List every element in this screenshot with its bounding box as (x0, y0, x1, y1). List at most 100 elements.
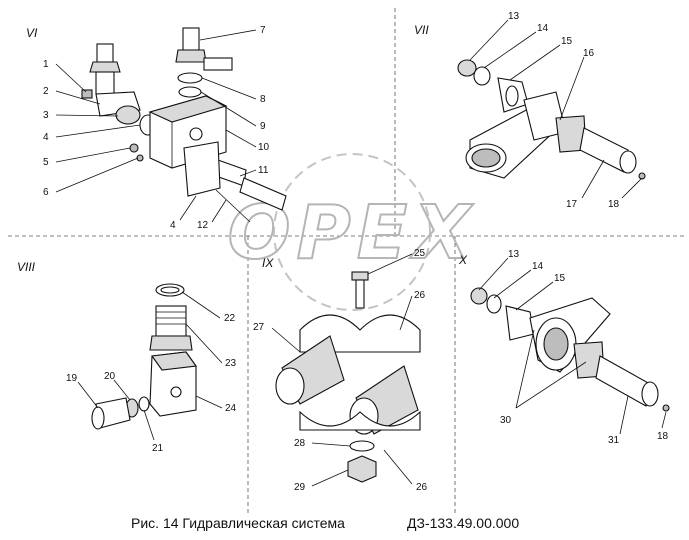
callout-9: 9 (260, 121, 266, 132)
leader-21 (143, 409, 155, 441)
leader-13a (469, 19, 509, 61)
vii-cylinder-bore (471, 148, 501, 168)
callout-14a: 14 (537, 23, 549, 34)
callout-28: 28 (294, 438, 306, 449)
x-pin-head (641, 381, 659, 407)
callout-3: 3 (43, 110, 49, 121)
callout-26a: 26 (414, 290, 426, 301)
viii-fitting-end (91, 406, 105, 430)
viii-tee-port (170, 386, 182, 398)
callout-15a: 15 (561, 36, 573, 47)
vi-port (189, 127, 203, 141)
caption-title: Рис. 14 Гидравлическая система (131, 515, 345, 531)
callout-24: 24 (225, 403, 237, 414)
ix-nut (347, 455, 377, 483)
callout-6: 6 (43, 187, 49, 198)
leader-7 (199, 29, 257, 41)
callout-21: 21 (152, 443, 164, 454)
callout-18a: 18 (608, 199, 620, 210)
leader-18a (621, 177, 643, 199)
leader-27 (271, 327, 301, 353)
ix-pipe-left-end (275, 367, 305, 405)
leader-17 (581, 159, 605, 199)
vi-pipe-end (239, 177, 287, 211)
callout-19: 19 (66, 373, 78, 384)
vi-nut (115, 105, 141, 125)
leader-19 (77, 381, 99, 409)
assembly-x (470, 287, 670, 412)
callout-5: 5 (43, 157, 49, 168)
leader-14a (483, 31, 537, 69)
x-pin (595, 355, 651, 407)
callout-27: 27 (253, 322, 265, 333)
leader-12 (211, 199, 227, 223)
section-label-ix: IX (262, 256, 274, 270)
x-cotter (662, 404, 670, 412)
leader-1 (55, 63, 87, 93)
x-plate (505, 305, 535, 341)
vi-fitting-11 (215, 159, 247, 187)
callout-11: 11 (258, 165, 269, 176)
leader-lines (55, 19, 667, 487)
leader-5 (55, 147, 131, 163)
leader-2 (55, 90, 101, 105)
callout-18b: 18 (657, 431, 669, 442)
leader-8 (201, 77, 257, 100)
caption-code: ДЗ-133.49.00.000 (407, 515, 519, 531)
leader-13b (478, 257, 509, 291)
callout-15b: 15 (554, 273, 566, 284)
figure-caption: Рис. 14 Гидравлическая система ДЗ-133.49… (131, 515, 519, 531)
leader-15b (515, 281, 554, 311)
callout-31: 31 (608, 435, 620, 446)
vii-washer (473, 66, 491, 86)
assembly-vi (81, 27, 287, 223)
vi-bolt-12 (215, 189, 251, 223)
callout-17: 17 (566, 199, 578, 210)
leader-9 (200, 91, 257, 127)
ix-bolt-shank (355, 279, 365, 309)
leader-23 (185, 323, 223, 364)
leader-24 (195, 395, 223, 409)
callout-29: 29 (294, 482, 306, 493)
callout-13b: 13 (508, 249, 520, 260)
leader-22 (181, 291, 221, 319)
vii-plate-hole (505, 85, 519, 107)
vi-side-nipple (203, 57, 233, 71)
callout-26b: 26 (416, 482, 428, 493)
x-lug-bore (543, 327, 569, 361)
ix-washer (349, 440, 375, 452)
viii-union-nut (149, 335, 193, 351)
viii-washer-21 (138, 396, 150, 412)
section-label-x: X (458, 253, 468, 267)
callout-30: 30 (500, 415, 512, 426)
callout-labels: 1 2 3 4 5 6 7 8 9 10 11 12 4 13 14 15 16… (43, 11, 669, 493)
vii-pin-head (619, 150, 637, 174)
leader-11 (239, 169, 257, 177)
leader-6 (55, 157, 139, 193)
callout-14b: 14 (532, 261, 544, 272)
leader-26b (383, 449, 413, 485)
vii-cotter (638, 172, 646, 180)
callout-13a: 13 (508, 11, 520, 22)
x-washer (486, 294, 502, 314)
leader-31 (619, 395, 629, 435)
vi-ring-9 (178, 86, 202, 98)
leader-25 (367, 253, 413, 275)
callout-10: 10 (258, 142, 270, 153)
callout-4a: 4 (43, 132, 49, 143)
callout-25: 25 (414, 248, 426, 259)
callout-20: 20 (104, 371, 116, 382)
leader-10 (225, 129, 257, 148)
section-label-vi: VI (26, 26, 38, 40)
callout-4b: 4 (170, 220, 176, 231)
leader-20 (113, 379, 131, 401)
vi-valve-block-top (148, 95, 228, 123)
leader-3 (55, 114, 119, 117)
vi-upper-body (95, 71, 115, 95)
assembly-viii (91, 283, 197, 430)
leader-28 (311, 442, 351, 447)
viii-tee-top (151, 351, 197, 371)
watermark-gear (273, 153, 431, 311)
